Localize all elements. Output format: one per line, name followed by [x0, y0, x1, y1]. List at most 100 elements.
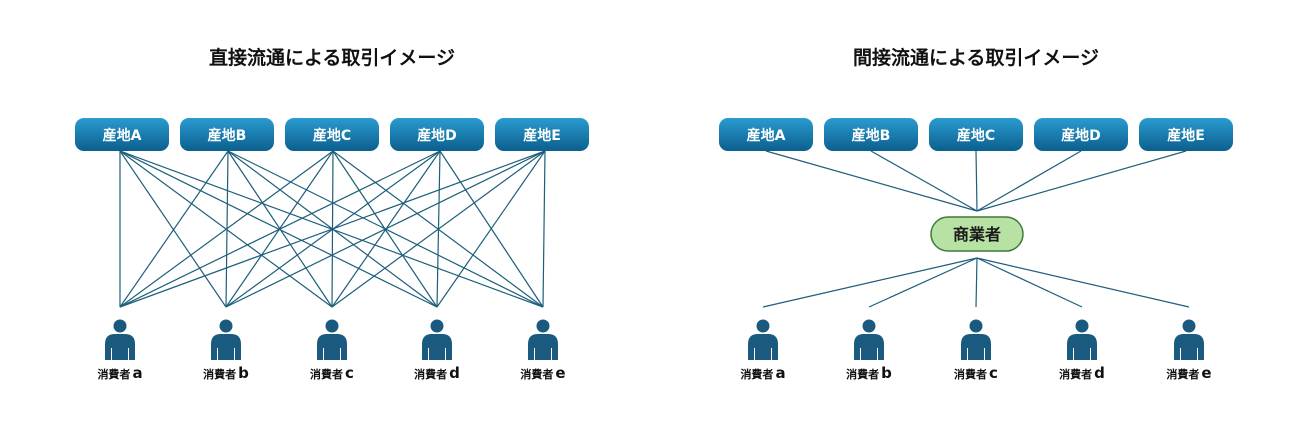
person-body-icon — [422, 334, 452, 360]
person-head-icon — [219, 319, 233, 333]
link-line — [976, 150, 1187, 212]
right-source-b: 産地B — [824, 118, 918, 151]
person-head-icon — [430, 319, 444, 333]
link-line — [542, 150, 546, 308]
left-source-e: 産地E — [495, 118, 589, 151]
link-line — [868, 257, 978, 308]
link-line — [436, 150, 546, 308]
link-line — [762, 257, 978, 308]
person-body-icon — [1174, 334, 1204, 360]
svg-text:産地C: 産地C — [957, 127, 995, 144]
svg-text:産地E: 産地E — [523, 127, 561, 144]
right-source-d: 産地D — [1034, 118, 1128, 151]
person-head-icon — [1182, 319, 1196, 333]
link-line — [331, 150, 546, 308]
left-title: 直接流通による取引イメージ — [209, 46, 455, 69]
svg-text:産地B: 産地B — [208, 127, 247, 144]
right-sources: 産地A 産地B 産地C 産地D 産地E — [719, 118, 1233, 151]
person-head-icon — [536, 319, 550, 333]
link-line — [976, 150, 1082, 212]
right-source-c: 産地C — [929, 118, 1023, 151]
link-line — [119, 150, 441, 308]
person-icon — [105, 319, 135, 360]
person-body-icon — [211, 334, 241, 360]
person-body-icon — [105, 334, 135, 360]
left-links — [119, 150, 546, 308]
left-source-d: 産地D — [390, 118, 484, 151]
person-head-icon — [756, 319, 770, 333]
link-line — [119, 150, 227, 308]
person-icon — [211, 319, 241, 360]
link-line — [975, 257, 978, 308]
intermediary-label: 商業者 — [953, 225, 1001, 244]
link-line — [119, 150, 334, 308]
right-title: 間接流通による取引イメージ — [853, 46, 1099, 69]
link-line — [765, 150, 978, 212]
person-icon — [317, 319, 347, 360]
person-body-icon — [528, 334, 558, 360]
person-body-icon — [854, 334, 884, 360]
svg-text:産地D: 産地D — [1061, 127, 1101, 144]
person-body-icon — [748, 334, 778, 360]
person-body-icon — [317, 334, 347, 360]
person-head-icon — [969, 319, 983, 333]
svg-text:産地A: 産地A — [747, 127, 786, 144]
svg-text:産地B: 産地B — [852, 127, 891, 144]
right-links — [762, 150, 1190, 308]
link-line — [976, 257, 1083, 308]
person-head-icon — [862, 319, 876, 333]
person-body-icon — [961, 334, 991, 360]
person-icon — [1067, 319, 1097, 360]
person-icon — [422, 319, 452, 360]
person-icon — [1174, 319, 1204, 360]
svg-text:産地A: 産地A — [103, 127, 142, 144]
person-body-icon — [1067, 334, 1097, 360]
person-icon — [748, 319, 778, 360]
link-line — [225, 150, 546, 308]
intermediary-node: 商業者 — [930, 216, 1024, 252]
link-line — [119, 150, 438, 308]
link-line — [976, 257, 1190, 308]
person-head-icon — [325, 319, 339, 333]
link-line — [870, 150, 978, 212]
right-source-a: 産地A — [719, 118, 813, 151]
person-head-icon — [113, 319, 127, 333]
svg-text:産地E: 産地E — [1167, 127, 1205, 144]
right-source-e: 産地E — [1139, 118, 1233, 151]
svg-text:産地C: 産地C — [313, 127, 351, 144]
person-icon — [854, 319, 884, 360]
link-line — [119, 150, 229, 308]
person-icon — [961, 319, 991, 360]
link-line — [975, 150, 978, 212]
person-head-icon — [1075, 319, 1089, 333]
left-source-b: 産地B — [180, 118, 274, 151]
link-line — [119, 150, 546, 308]
left-source-c: 産地C — [285, 118, 379, 151]
svg-text:産地D: 産地D — [417, 127, 457, 144]
left-sources: 産地A 産地B 産地C 産地D 産地E — [75, 118, 589, 151]
